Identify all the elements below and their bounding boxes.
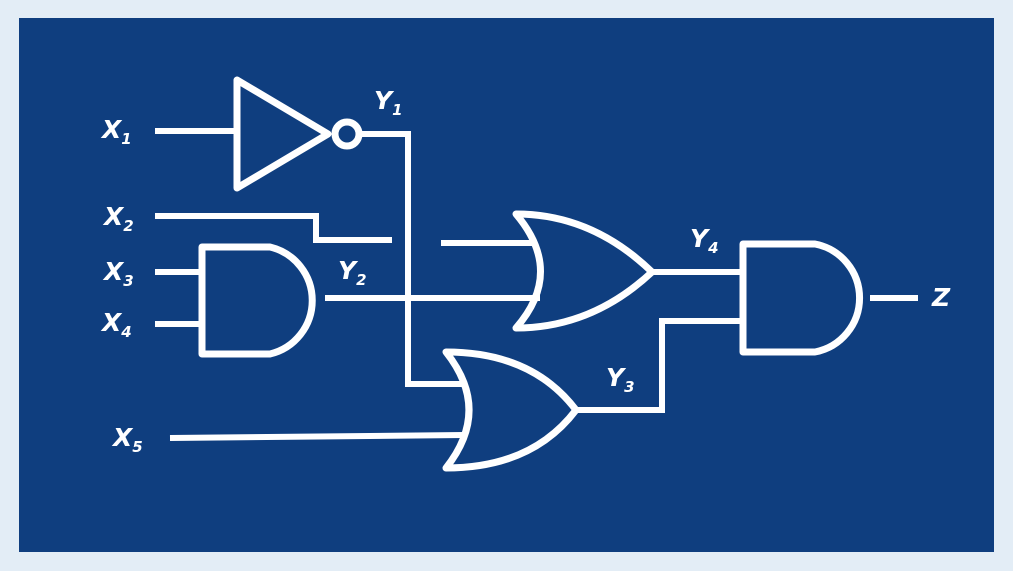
wire-y3	[576, 318, 743, 413]
wire-y1	[359, 131, 462, 387]
label-x3: X3	[102, 257, 134, 290]
wires	[155, 128, 918, 441]
labels: X1 X2 X3 X4 X5 Y1 Y2 Y3 Y4 Z	[100, 86, 951, 456]
label-y1: Y1	[374, 86, 403, 119]
label-z: Z	[931, 283, 951, 312]
and-gate-2	[739, 240, 863, 356]
label-y4: Y4	[690, 224, 719, 257]
label-x4: X4	[100, 308, 132, 341]
label-y3: Y3	[606, 363, 635, 396]
label-x2: X2	[102, 202, 134, 235]
or-gate-2	[442, 348, 580, 472]
label-x5: X5	[111, 423, 143, 456]
and-gate-1	[198, 243, 316, 358]
circuit-panel	[19, 18, 994, 552]
not-gate-bubble	[331, 118, 363, 150]
wire-x2	[155, 213, 392, 243]
label-x1: X1	[100, 115, 132, 148]
not-gate	[233, 76, 363, 192]
wire-x5	[169, 432, 465, 441]
not-gate-body	[233, 76, 332, 192]
label-y2: Y2	[338, 256, 367, 289]
or-gate-1	[512, 210, 656, 332]
